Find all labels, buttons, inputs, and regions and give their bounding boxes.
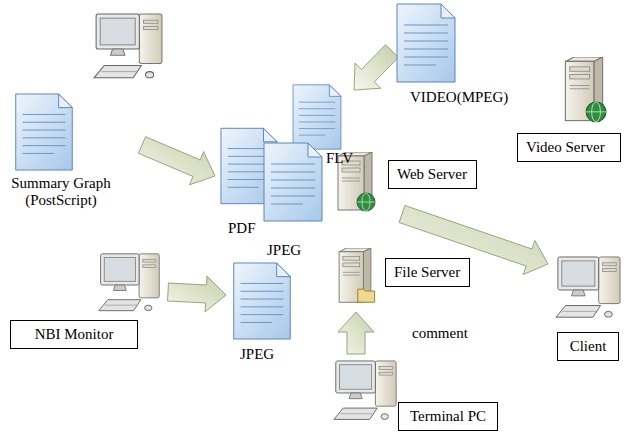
- device-label: Web Server: [397, 166, 468, 183]
- document-icon: [396, 3, 456, 83]
- document-icon: [231, 262, 293, 340]
- file-node: JPEG: [263, 142, 329, 260]
- document-icon: [288, 84, 346, 150]
- device-node: File Server: [332, 248, 474, 308]
- file-label: PDF: [228, 220, 256, 237]
- edge-label: comment: [412, 325, 468, 342]
- file-label: JPEG: [240, 346, 274, 363]
- computer-icon: [554, 254, 622, 326]
- file-node: VIDEO(MPEG): [394, 3, 514, 111]
- document-icon: [263, 142, 323, 222]
- server-icon: [558, 57, 610, 125]
- label-box: NBI Monitor: [10, 320, 138, 349]
- device-label: Client: [566, 338, 610, 355]
- device-label: Video Server: [526, 139, 612, 156]
- device-label: Terminal PC: [407, 408, 489, 425]
- block-arrow: [354, 45, 398, 90]
- document-icon: [14, 93, 74, 171]
- device-node: Web Server: [332, 150, 477, 216]
- label-box: Client: [557, 332, 619, 361]
- label-holder: VIDEO(MPEG): [410, 89, 508, 106]
- label-box: Video Server: [517, 133, 621, 162]
- device-node: Client: [552, 254, 624, 362]
- computer-icon: [94, 252, 164, 318]
- file-label: VIDEO(MPEG): [410, 89, 508, 106]
- label-holder: Summary Graph (PostScript): [2, 175, 120, 210]
- label-holder: JPEG: [267, 242, 301, 259]
- device-node: NBI Monitor: [8, 252, 166, 354]
- label-holder: PDF: [228, 220, 256, 237]
- block-arrow: [338, 312, 374, 354]
- file-node: JPEG: [231, 262, 297, 366]
- file-label: Summary Graph (PostScript): [2, 175, 120, 210]
- label-box: File Server: [385, 258, 470, 287]
- label-holder: JPEG: [240, 346, 274, 363]
- block-arrow: [138, 137, 215, 185]
- device-node: Video Server: [514, 57, 624, 165]
- label-holder: FLV: [326, 150, 353, 167]
- device-label: File Server: [394, 264, 461, 281]
- block-arrow: [168, 276, 226, 312]
- file-label: FLV: [326, 150, 353, 167]
- label-box: Terminal PC: [398, 402, 498, 431]
- label-box: Web Server: [388, 160, 477, 189]
- edge-label-holder: comment: [410, 325, 470, 342]
- file-node: Summary Graph (PostScript): [2, 93, 120, 205]
- computer-icon: [332, 358, 398, 428]
- computer-icon: [94, 14, 162, 78]
- device-node: Terminal PC: [332, 356, 504, 436]
- file-label: JPEG: [267, 242, 301, 259]
- server-icon: [332, 248, 378, 306]
- device-label: NBI Monitor: [19, 326, 129, 343]
